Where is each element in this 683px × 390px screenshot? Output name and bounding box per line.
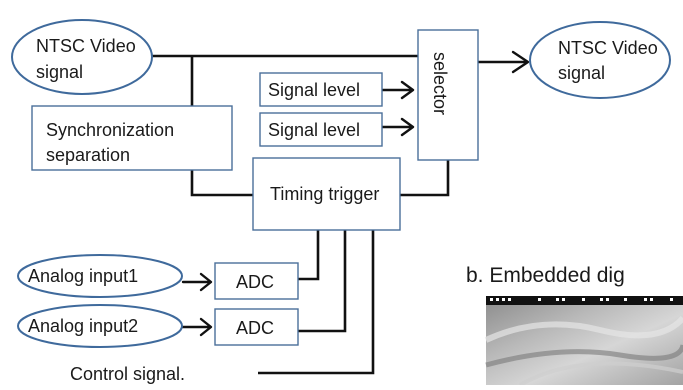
wire-sync-to-timing [190,170,253,197]
signal-level-label-2: Signal level [268,120,360,140]
signal-level-block-2: Signal level [259,112,383,147]
ntsc-output-line1: NTSC Video [558,38,658,58]
analog-input1-node: Analog input1 [17,254,183,298]
analog-input1-label: Analog input1 [28,266,138,286]
wire-trigger-adc2 [298,230,347,333]
signal-level-label-1: Signal level [268,80,360,100]
arrow-analog2-to-adc [181,317,213,337]
wire-trigger-control [258,230,375,375]
adc-label-1: ADC [236,272,274,292]
adc-block-1: ADC [214,262,299,300]
adc-block-2: ADC [214,308,299,346]
signal-level-block-1: Signal level [259,72,383,107]
ntsc-input-node: NTSC Video signal [11,19,153,95]
selector-label: selector [430,52,450,115]
arrow-level2 [380,117,415,137]
adc-label-2: ADC [236,318,274,338]
wire-trigger-adc1 [298,230,320,281]
arrowhead-output [511,50,530,74]
analog-input2-label: Analog input2 [28,316,138,336]
arrow-level1 [380,80,415,100]
sync-separation-block: Synchronization separation [31,105,233,171]
ntsc-output-node: NTSC Video signal [529,21,671,99]
ntsc-output-line2: signal [558,63,605,83]
sync-label-line1: Synchronization [46,120,174,140]
timing-trigger-block: Timing trigger [252,157,401,231]
timing-trigger-label: Timing trigger [270,184,379,204]
sync-label-line2: separation [46,145,130,165]
analog-input2-node: Analog input2 [17,304,183,348]
control-signal-label: Control signal. [70,364,185,384]
panel-b-caption: b. Embedded dig [466,264,625,287]
embedded-image [484,296,683,387]
ntsc-input-line2: signal [36,62,83,82]
ntsc-input-line1: NTSC Video [36,36,136,56]
wires [150,54,450,375]
arrows [181,50,530,337]
selector-block: selector [417,29,479,161]
arrow-analog1-to-adc [181,272,213,292]
wire-timing-to-selector [400,160,450,197]
